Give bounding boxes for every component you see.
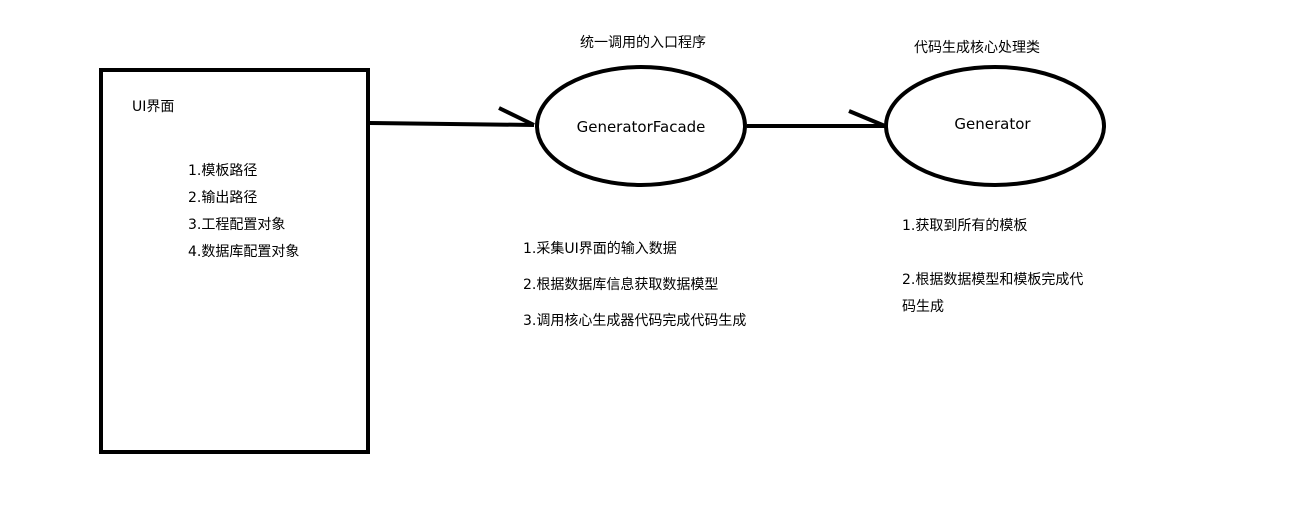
generator-ellipse [884,65,1106,187]
ui-box-item: 3.工程配置对象 [188,217,286,233]
ui-box-item: 4.数据库配置对象 [188,244,300,260]
facade-note: 1.采集UI界面的输入数据 [523,241,677,257]
ui-box [99,68,370,454]
facade-ellipse [535,65,747,187]
generator-note: 码生成 [902,299,944,315]
ui-box-item: 2.输出路径 [188,190,258,206]
generator-caption: 代码生成核心处理类 [914,40,1040,56]
arrow-facade-to-generator-head [848,109,886,128]
generator-label: Generator [954,115,1031,133]
arrow-ui-to-facade-line [368,121,535,127]
facade-note: 2.根据数据库信息获取数据模型 [523,277,719,293]
ui-box-item-list: 1.模板路径 2.输出路径 3.工程配置对象 4.数据库配置对象 [188,158,299,266]
generator-note: 2.根据数据模型和模板完成代 [902,272,1084,288]
ui-box-title: UI界面 [132,99,175,115]
arrow-ui-to-facade-head [498,106,535,127]
facade-label: GeneratorFacade [576,118,706,136]
facade-note: 3.调用核心生成器代码完成代码生成 [523,313,747,329]
facade-note-list: 1.采集UI界面的输入数据 2.根据数据库信息获取数据模型 3.调用核心生成器代… [523,222,746,348]
ui-box-item: 1.模板路径 [188,163,258,179]
generator-note: 1.获取到所有的模板 [902,218,1028,234]
facade-caption: 统一调用的入口程序 [580,35,706,51]
